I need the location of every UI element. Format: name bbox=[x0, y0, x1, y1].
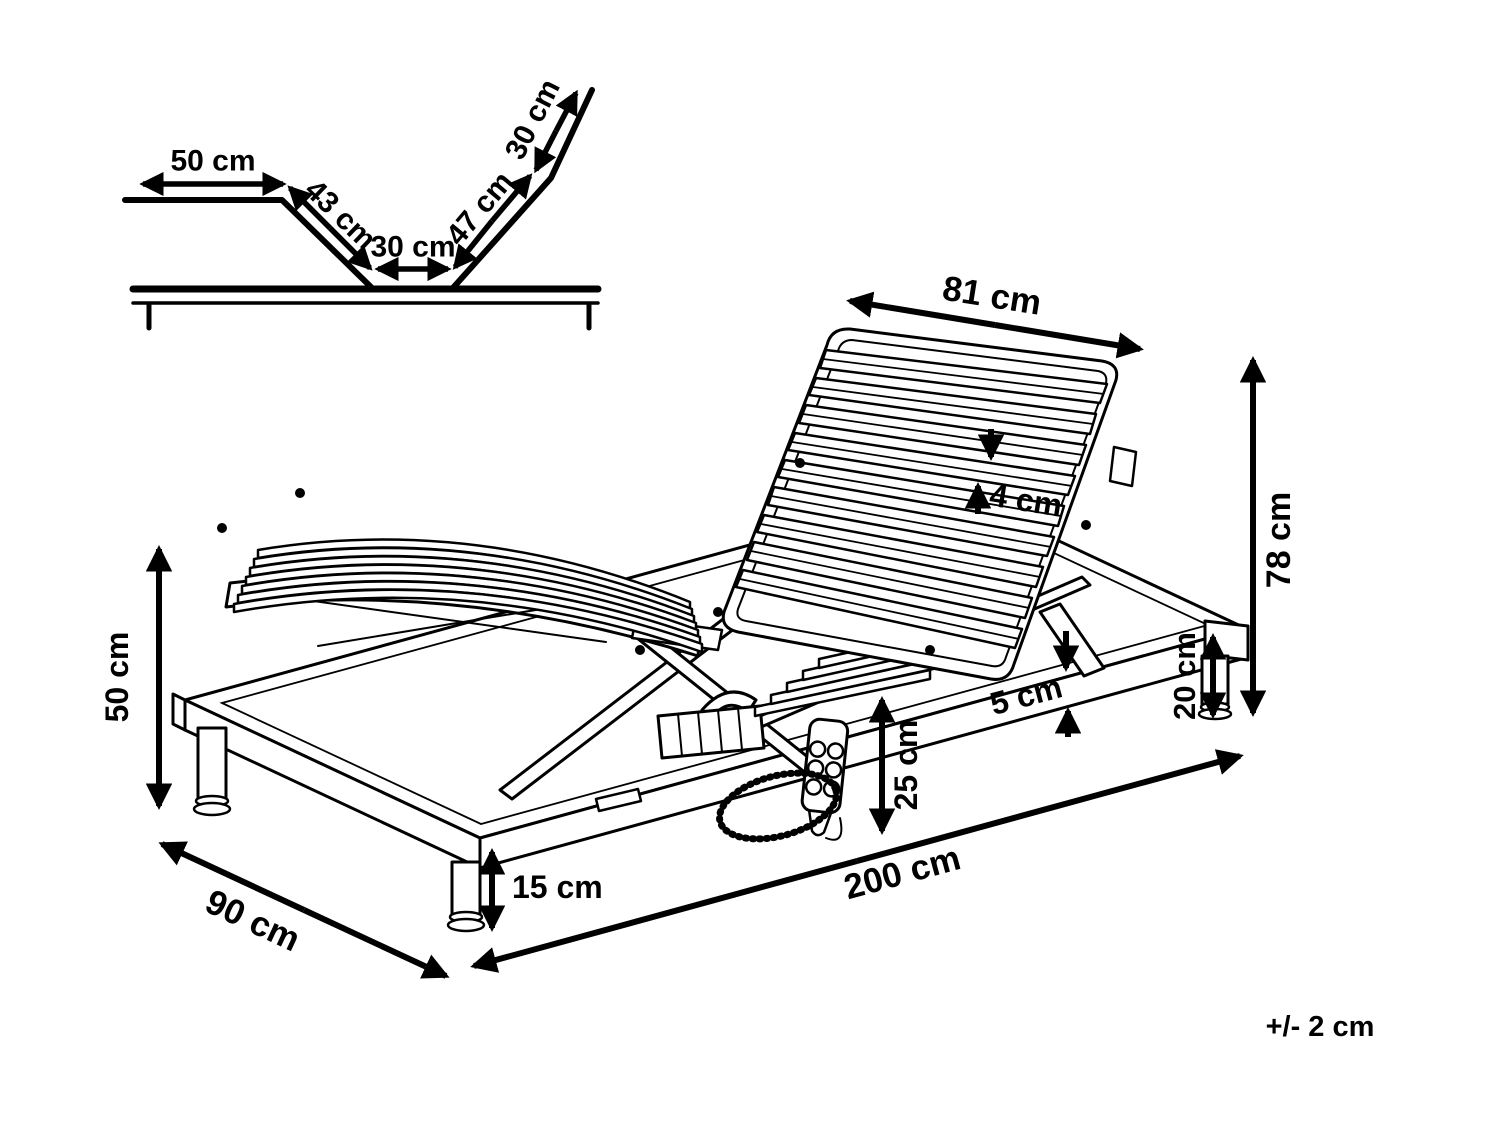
backrest-slats bbox=[734, 348, 1109, 650]
inset-label-30cm-upper: 30 cm bbox=[499, 74, 567, 165]
remote-button bbox=[826, 742, 845, 760]
pivot-points bbox=[217, 458, 1091, 655]
leg-rear-left bbox=[192, 726, 232, 817]
dimension-25cm: 25 cm bbox=[868, 696, 924, 835]
dimension-78cm: 78 cm bbox=[1239, 356, 1298, 717]
bed-base-drawing bbox=[171, 327, 1250, 933]
inset-label-50cm: 50 cm bbox=[170, 145, 255, 178]
leg-front-left bbox=[446, 860, 486, 933]
dim-label-25cm: 25 cm bbox=[888, 720, 924, 811]
dimension-15cm: 15 cm bbox=[478, 848, 603, 932]
remote-button bbox=[824, 761, 843, 779]
dim-label-50cm: 50 cm bbox=[99, 632, 135, 723]
dimension-90cm: 90 cm bbox=[158, 841, 450, 979]
rail-bracket bbox=[594, 787, 643, 813]
backrest-section bbox=[721, 327, 1138, 681]
profile-outline bbox=[122, 87, 602, 331]
base-left-cap bbox=[171, 692, 187, 732]
dimension-50cm: 50 cm bbox=[99, 545, 173, 810]
backrest-side-tab bbox=[1108, 445, 1138, 488]
motor-box bbox=[656, 704, 766, 760]
dim-label-78cm: 78 cm bbox=[1260, 492, 1298, 588]
foot-section-slats bbox=[232, 538, 704, 654]
remote-button bbox=[804, 778, 823, 796]
dimension-20cm: 20 cm bbox=[1167, 632, 1227, 720]
dim-label-90cm: 90 cm bbox=[199, 882, 305, 959]
tolerance-note: +/- 2 cm bbox=[1266, 1011, 1375, 1043]
dim-label-81cm: 81 cm bbox=[940, 269, 1044, 323]
coiled-cable bbox=[716, 769, 840, 843]
inset-label-30cm-lower: 30 cm bbox=[370, 231, 455, 264]
inset-dimension-arrows bbox=[139, 89, 579, 282]
profile-inset: 50 cm 43 cm 30 cm 47 cm 30 cm bbox=[122, 74, 602, 331]
dim-label-20cm: 20 cm bbox=[1167, 632, 1202, 720]
remote-button bbox=[808, 740, 827, 758]
remote-control bbox=[716, 717, 850, 843]
dim-label-15cm: 15 cm bbox=[512, 869, 603, 905]
foot-slat-section bbox=[224, 538, 724, 658]
